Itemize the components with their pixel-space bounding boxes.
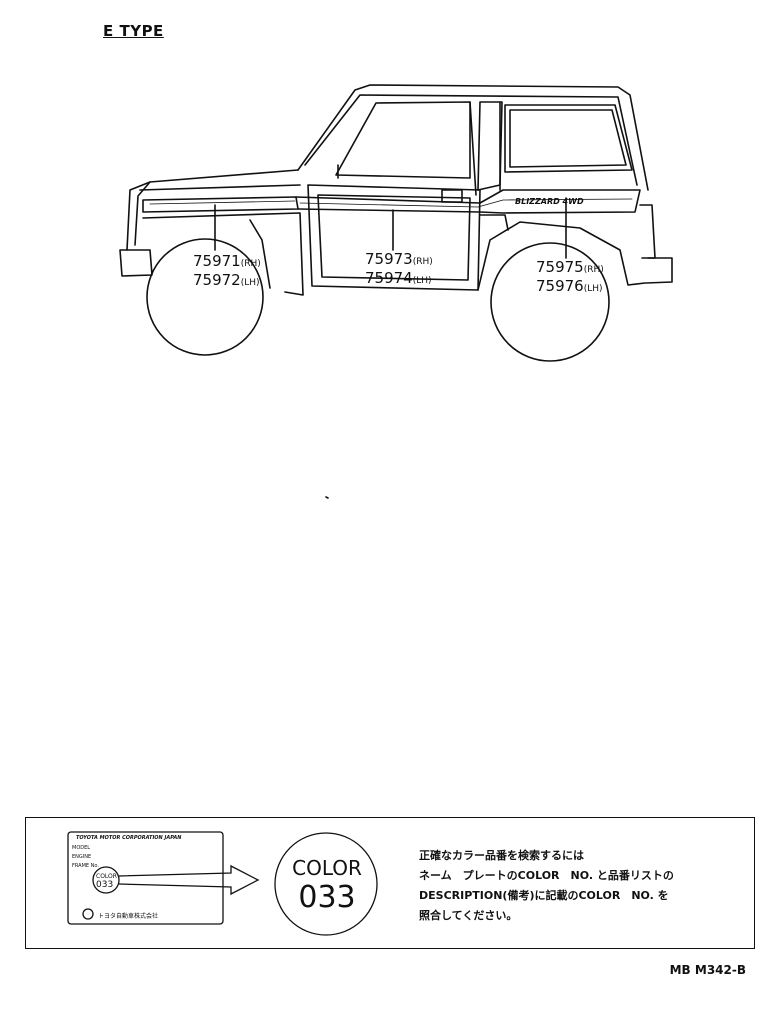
color-info-box: TOYOTA MOTOR CORPORATION JAPAN MODEL ENG… xyxy=(25,817,755,949)
part-number: 75975 xyxy=(536,258,584,276)
note-line: ネーム プレートのCOLOR NO. と品番リストの xyxy=(419,869,674,882)
note-line: 照合してください。 xyxy=(419,909,518,922)
part-number: 75976 xyxy=(536,277,584,295)
part-number: 75972 xyxy=(193,271,241,289)
plate-maker: TOYOTA MOTOR CORPORATION JAPAN xyxy=(76,835,182,841)
side-label: (RH) xyxy=(240,259,261,269)
plate-color-value: 033 xyxy=(96,880,114,890)
plate-field-engine: ENGINE xyxy=(72,854,92,860)
part-number: 75971 xyxy=(193,252,241,270)
callout-front-fender: 75971(RH) 75972(LH) xyxy=(193,253,261,291)
plate-field-frame: FRAME No. xyxy=(72,863,99,869)
toyota-emblem-icon xyxy=(82,908,94,920)
side-label: (RH) xyxy=(583,265,604,275)
note-line: 正確なカラー品番を検索するには xyxy=(419,849,584,862)
side-label: (RH) xyxy=(412,257,433,267)
color-badge-circle xyxy=(274,832,378,936)
side-label: (LH) xyxy=(583,284,603,294)
drawing-code: MB M342-B xyxy=(669,963,746,977)
callout-door: 75973(RH) 75974(LH) xyxy=(365,251,433,289)
plate-field-model: MODEL xyxy=(72,845,91,851)
callout-rear-quarter: 75975(RH) 75976(LH) xyxy=(536,259,604,297)
part-number: 75973 xyxy=(365,250,413,268)
arrow-icon xyxy=(118,864,260,896)
plate-maker-jp: トヨタ自動車株式会社 xyxy=(98,913,159,920)
badge-color-label: COLOR xyxy=(292,856,362,880)
stray-mark xyxy=(325,496,329,499)
plate-color-label: COLOR xyxy=(96,873,117,880)
page-title: E TYPE xyxy=(103,22,164,40)
decal-label: BLIZZARD 4WD xyxy=(515,197,584,206)
plate-color-circle xyxy=(92,866,120,894)
badge-color-value: 033 xyxy=(298,880,356,915)
part-number: 75974 xyxy=(365,269,413,287)
side-label: (LH) xyxy=(412,276,432,286)
name-plate-graphic xyxy=(67,831,378,936)
note-line: DESCRIPTION(備考)に記載のCOLOR NO. を xyxy=(419,889,669,902)
instruction-notes: 正確なカラー品番を検索するには ネーム プレートのCOLOR NO. と品番リス… xyxy=(419,846,674,926)
vehicle-body xyxy=(119,84,673,362)
name-plate xyxy=(67,831,224,925)
side-label: (LH) xyxy=(240,278,260,288)
